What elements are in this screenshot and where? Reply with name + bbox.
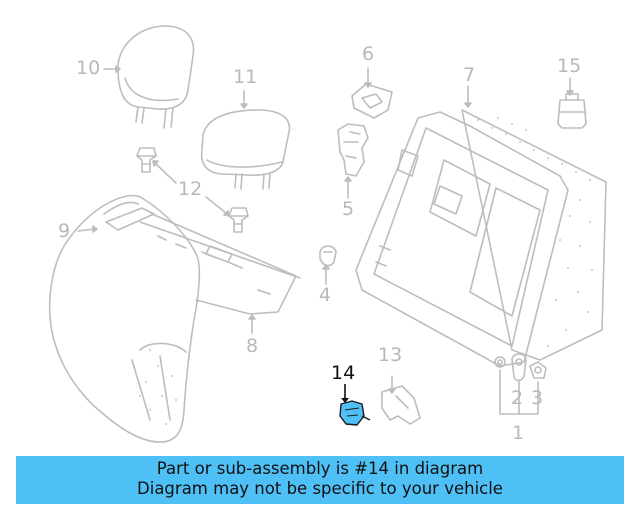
leader-14 (341, 384, 349, 403)
callout-12: 12 (178, 178, 203, 200)
callout-14[interactable]: 14 (331, 362, 356, 384)
callout-4: 4 (319, 284, 332, 306)
callout-11: 11 (233, 66, 258, 88)
seat-back-latch (337, 123, 369, 177)
callout-9: 9 (58, 220, 71, 242)
headrest-guide-upper (136, 147, 157, 173)
release-knob (319, 245, 337, 267)
headrest-guide-lower (228, 207, 249, 233)
banner-line-2: Diagram may not be specific to your vehi… (137, 479, 503, 498)
callout-3: 3 (531, 387, 544, 409)
callout-13: 13 (378, 344, 403, 366)
callout-8: 8 (246, 335, 259, 357)
seat-back-cover (48, 194, 301, 443)
leader-lines (77, 65, 574, 415)
callout-15: 15 (557, 55, 582, 77)
info-banner: Part or sub-assembly is #14 in diagram D… (16, 456, 624, 504)
callout-6: 6 (362, 43, 375, 65)
callout-5: 5 (342, 198, 355, 220)
nut (529, 361, 547, 379)
pivot-bolt (494, 356, 506, 368)
callout-7: 7 (463, 64, 476, 86)
headrest-rear-outer (117, 25, 195, 129)
hinge-bracket (381, 385, 421, 425)
seat-back-frame (355, 109, 607, 367)
latch-cover (351, 83, 393, 119)
highlighted-part-14[interactable] (339, 400, 371, 426)
pivot-bushing (511, 353, 527, 382)
headrest-center (200, 109, 291, 190)
callout-2: 2 (511, 387, 524, 409)
banner-line-1: Part or sub-assembly is #14 in diagram (156, 459, 484, 478)
callout-1: 1 (512, 422, 525, 444)
callout-10: 10 (76, 57, 101, 79)
trim-clip (557, 93, 587, 129)
pad-texture (139, 117, 593, 425)
